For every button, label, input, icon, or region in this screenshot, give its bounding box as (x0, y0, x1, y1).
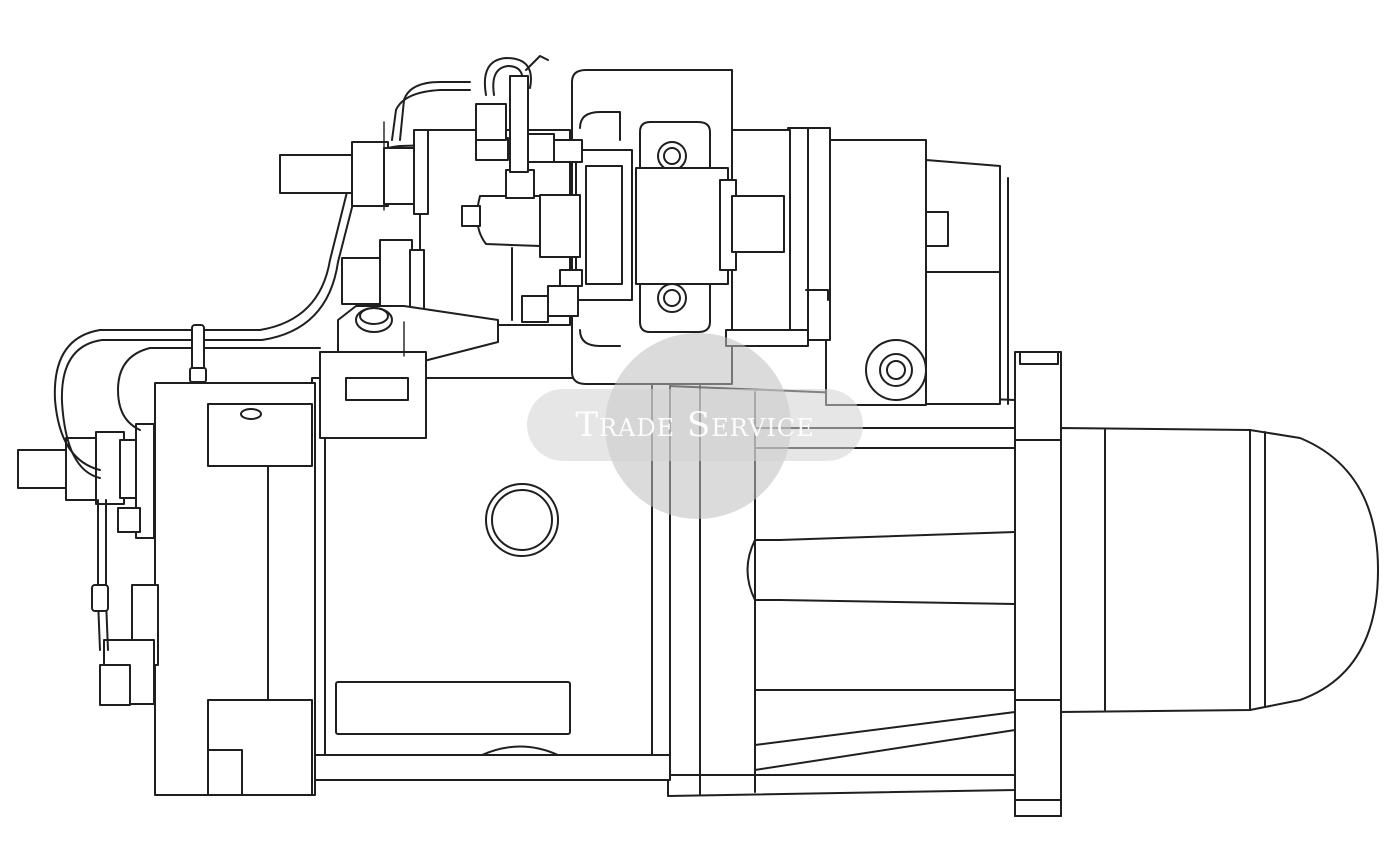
magnetic-switch (571, 69, 785, 385)
solenoid-terminals (279, 121, 499, 439)
solenoid (729, 127, 1009, 406)
drive-housing (667, 385, 1016, 797)
battery-terminal (17, 423, 155, 706)
nose-cap (1059, 427, 1379, 713)
mounting-flange (1014, 351, 1062, 817)
commutator-end-housing (131, 382, 316, 796)
relay-assembly (419, 55, 633, 326)
